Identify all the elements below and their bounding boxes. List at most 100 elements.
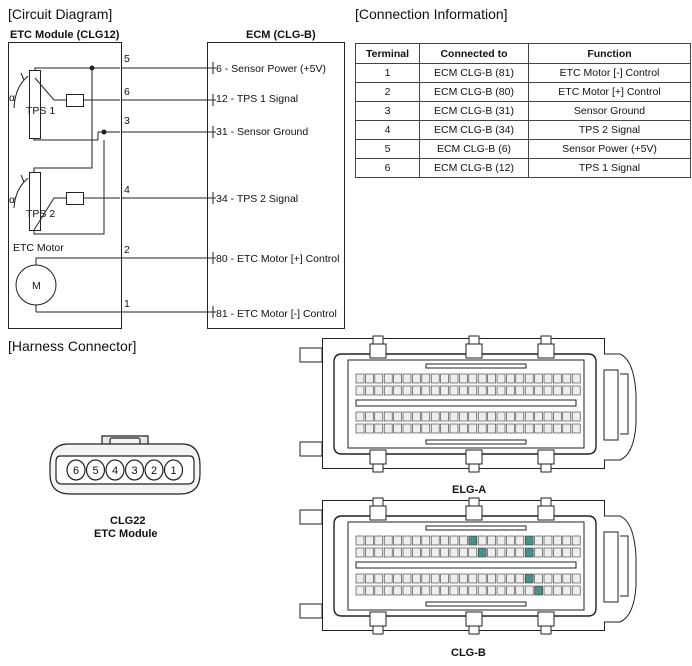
ecm-pin-34: 34 - TPS 2 Signal — [216, 193, 299, 205]
terminal-cavity — [477, 423, 487, 434]
terminal-cavity — [355, 585, 365, 596]
terminal-cavity — [496, 573, 506, 584]
connector-pin-number: 2 — [151, 465, 157, 477]
terminal-cavity — [543, 373, 553, 384]
tps2-alpha: α — [9, 194, 16, 206]
terminal-cavity — [412, 573, 421, 584]
terminal-cavity — [553, 547, 562, 558]
terminal-cavity — [365, 547, 374, 558]
terminal-cavity — [440, 573, 449, 584]
connected-cell: ECM CLG-B (12) — [419, 158, 529, 178]
terminal-cavity — [393, 547, 402, 558]
terminal-cavity — [459, 585, 468, 596]
connector-pin-number: 4 — [112, 465, 118, 477]
terminal-cavity — [562, 535, 572, 546]
function-cell: TPS 2 Signal — [528, 120, 691, 140]
terminal-cavity — [506, 585, 515, 596]
terminal-cavity — [571, 573, 581, 584]
terminal-cavity — [571, 535, 581, 546]
terminal-cavity — [402, 373, 412, 384]
terminal-cavity — [383, 423, 393, 434]
terminal-cavity — [553, 411, 562, 422]
terminal-cell: 6 — [355, 158, 420, 178]
terminal-cavity — [553, 535, 562, 546]
terminal-cavity — [534, 411, 543, 422]
connector-pin — [163, 459, 184, 481]
terminal-cavity — [365, 411, 374, 422]
terminal-cavity — [468, 573, 478, 584]
terminal-cavity — [496, 535, 506, 546]
terminal-cavity — [374, 423, 384, 434]
terminal-cavity — [543, 411, 553, 422]
terminal-cavity — [459, 573, 468, 584]
terminal-cavity — [412, 547, 421, 558]
terminal-cell: 2 — [355, 82, 420, 102]
connected-cell: ECM CLG-B (80) — [419, 82, 529, 102]
terminal-cavity — [553, 585, 562, 596]
connector-pin-number: 3 — [131, 465, 137, 477]
clg-b-connector — [299, 497, 637, 635]
terminal-cavity — [449, 385, 459, 396]
terminal-cavity — [524, 423, 534, 434]
terminal-cavity — [506, 423, 515, 434]
terminal-cavity — [430, 373, 440, 384]
terminal-cavity — [365, 573, 374, 584]
terminal-cavity — [524, 547, 534, 558]
function-cell: ETC Motor [-] Control — [528, 63, 691, 83]
tps1-sensor — [66, 94, 84, 107]
function-cell: TPS 1 Signal — [528, 158, 691, 178]
terminal-cavity — [383, 585, 393, 596]
ecm-title: ECM (CLG-B) — [246, 29, 316, 41]
terminal-cavity — [412, 585, 421, 596]
terminal-cavity — [515, 411, 525, 422]
terminal-cavity — [440, 547, 449, 558]
terminal-cavity — [496, 585, 506, 596]
terminal-cavity — [487, 423, 496, 434]
terminal-cavity — [449, 423, 459, 434]
terminal-cavity — [355, 573, 365, 584]
terminal-cavity — [459, 547, 468, 558]
terminal-cavity — [430, 423, 440, 434]
terminal-cavity — [355, 423, 365, 434]
terminal-cavity — [468, 373, 478, 384]
terminal-cavity — [562, 385, 572, 396]
terminal-cavity — [515, 585, 525, 596]
terminal-cavity — [506, 573, 515, 584]
terminal-cavity — [496, 547, 506, 558]
terminal-cavity — [571, 385, 581, 396]
connector-pin — [144, 459, 164, 481]
terminal-cavity — [524, 411, 534, 422]
terminal-cell: 3 — [355, 101, 420, 121]
table-header-row: Terminal Connected to Function — [355, 43, 691, 64]
elg-a-caption: ELG-A — [452, 484, 487, 496]
terminal-cavity — [534, 547, 543, 558]
terminal-cavity — [496, 385, 506, 396]
junction-dot-3 — [101, 129, 107, 135]
terminal-cavity — [430, 535, 440, 546]
clg22-caption: CLG22 — [110, 515, 146, 527]
terminal-cavity — [402, 411, 412, 422]
terminal-cavity — [477, 573, 487, 584]
connector-pin — [124, 459, 145, 481]
terminal-cavity — [515, 535, 525, 546]
terminal-cavity — [553, 373, 562, 384]
terminal-cavity — [383, 385, 393, 396]
terminal-cavity — [543, 423, 553, 434]
terminal-cavity — [365, 585, 374, 596]
module-pin-3: 3 — [124, 115, 130, 127]
terminal-cavity — [468, 535, 478, 546]
tps2-resistor — [29, 172, 41, 231]
terminal-cavity — [477, 373, 487, 384]
terminal-cavity — [515, 373, 525, 384]
module-pin-4: 4 — [124, 184, 130, 196]
connected-cell: ECM CLG-B (34) — [419, 120, 529, 140]
terminal-cavity — [383, 535, 393, 546]
connected-cell: ECM CLG-B (31) — [419, 101, 529, 121]
terminal-cavity — [459, 411, 468, 422]
terminal-cavity — [365, 385, 374, 396]
table-row: 3 ECM CLG-B (31) Sensor Ground — [355, 101, 691, 121]
terminal-cavity — [562, 373, 572, 384]
terminal-cavity — [534, 535, 543, 546]
table-row: 2 ECM CLG-B (80) ETC Motor [+] Control — [355, 82, 691, 102]
terminal-cavity — [487, 535, 496, 546]
